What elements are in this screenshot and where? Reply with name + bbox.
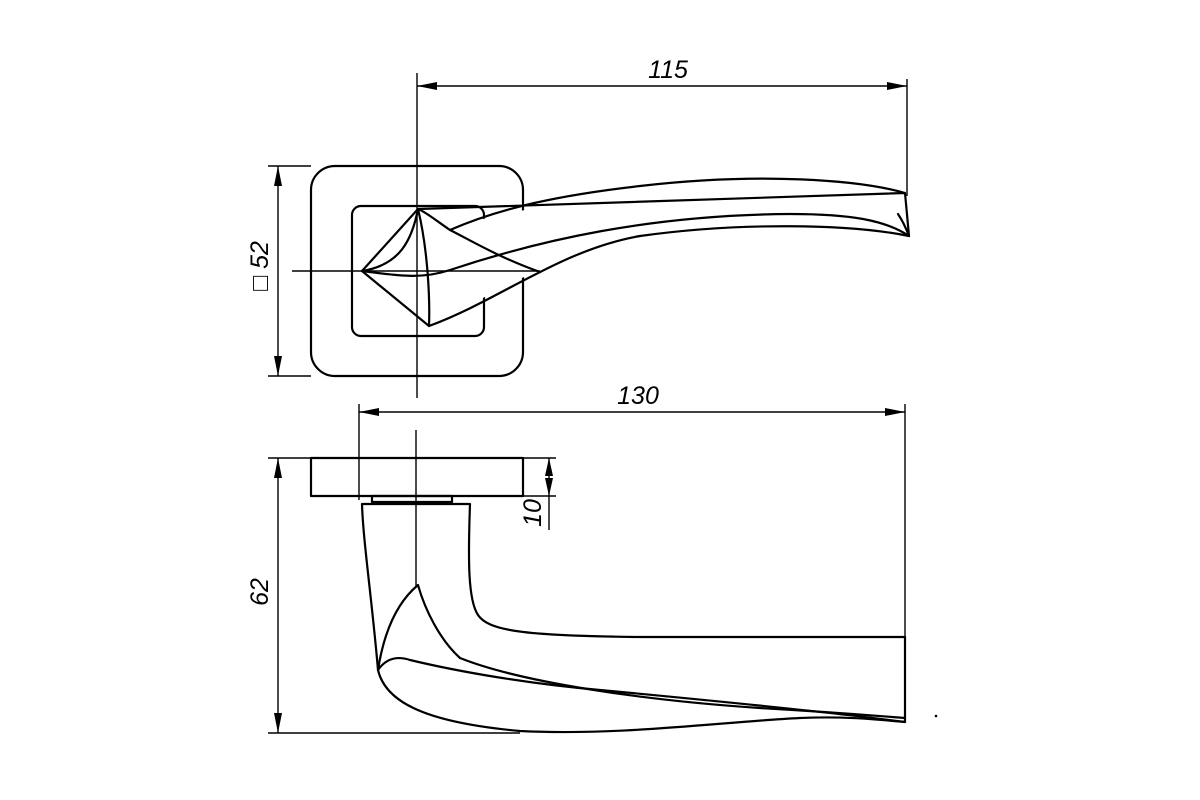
- side-view: 130 10 62: [246, 382, 938, 734]
- rosette-neck: [370, 494, 454, 504]
- dim-52-arrow-bottom: [274, 356, 282, 376]
- dim-52-arrow-top: [274, 166, 282, 186]
- rosette-plate: [309, 456, 525, 498]
- dim-62-arrow-bottom: [274, 713, 282, 733]
- dim-52-label: □ 52: [246, 241, 274, 291]
- lever-tip-detail: [896, 212, 911, 238]
- handle-side-outline: [360, 502, 907, 724]
- dim-62-label: 62: [246, 578, 274, 606]
- dim-130-arrow-right: [885, 408, 905, 416]
- handle-side-underside: [376, 668, 907, 734]
- lever-top-creases: [360, 207, 911, 328]
- dim-10-label: 10: [519, 499, 547, 527]
- dim-10-arrow-bottom: [545, 478, 553, 496]
- dim-10-arrow-top: [545, 458, 553, 476]
- dim-130-label: 130: [617, 382, 659, 410]
- stray-dot: [934, 714, 938, 718]
- top-view: 115 □ 52: [246, 56, 911, 398]
- dim-115-arrow-left: [417, 82, 437, 90]
- handle-side-crease: [376, 583, 907, 720]
- dim-130-arrow-left: [359, 408, 379, 416]
- dim-115-arrow-right: [887, 82, 907, 90]
- dim-62-arrow-top: [274, 458, 282, 478]
- dim-115-label: 115: [648, 56, 688, 84]
